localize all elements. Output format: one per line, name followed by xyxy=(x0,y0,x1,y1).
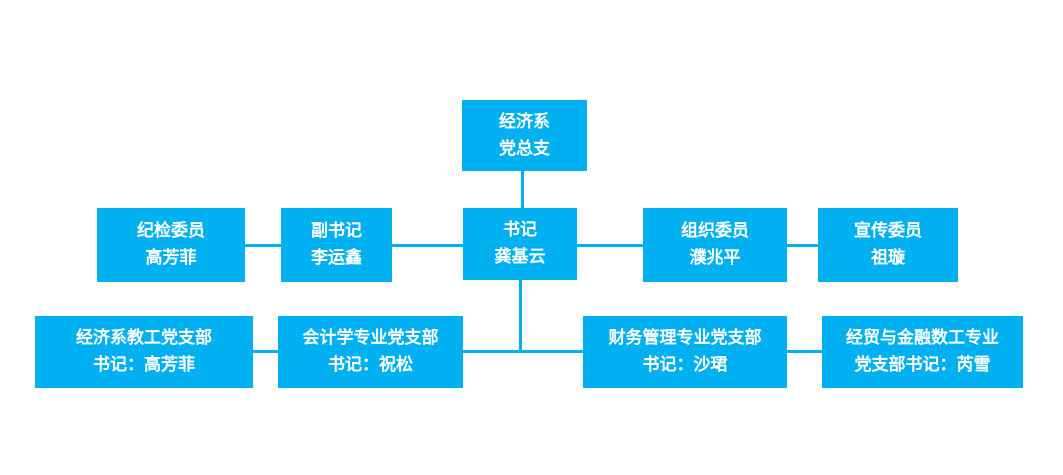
node-organization-commissioner: 组织委员 濮兆平 xyxy=(643,208,787,282)
connector-accounting-finance xyxy=(463,350,583,353)
node-party-general-branch: 经济系 党总支 xyxy=(462,100,587,171)
connector-finance-trade xyxy=(787,350,822,353)
connector-secretary-to-branches xyxy=(519,280,522,352)
node-label-line2: 高芳菲 xyxy=(145,248,197,268)
node-label-line2: 龚基云 xyxy=(494,247,546,267)
node-financial-management-party-branch: 财务管理专业党支部 书记：沙珺 xyxy=(583,316,787,388)
node-publicity-commissioner: 宣传委员 祖璇 xyxy=(818,208,958,282)
node-label-line1: 纪检委员 xyxy=(137,221,205,241)
node-discipline-inspection-commissioner: 纪检委员 高芳菲 xyxy=(97,208,245,282)
node-deputy-secretary: 副书记 李运鑫 xyxy=(281,208,392,282)
node-label-line1: 经济系 xyxy=(499,111,550,132)
node-label-line1: 经贸与金融数工专业 xyxy=(846,328,999,348)
connector-secretary-organization xyxy=(577,244,643,247)
connector-faculty-accounting xyxy=(253,350,278,353)
node-label-line2: 书记：沙珺 xyxy=(642,355,728,375)
node-label-line2: 濮兆平 xyxy=(689,248,741,268)
node-label-line2: 书记：高芳菲 xyxy=(93,355,195,375)
connector-organization-publicity xyxy=(787,244,818,247)
node-label-line1: 经济系教工党支部 xyxy=(76,328,212,348)
node-label-line1: 宣传委员 xyxy=(854,221,922,241)
node-secretary: 书记 龚基云 xyxy=(463,208,577,280)
node-label-line1: 副书记 xyxy=(311,221,362,241)
node-accounting-party-branch: 会计学专业党支部 书记：祝松 xyxy=(278,316,463,388)
node-label-line1: 书记 xyxy=(503,220,537,240)
node-label-line2: 党支部书记：芮雪 xyxy=(854,355,991,375)
node-label-line2: 祖璇 xyxy=(871,248,905,268)
connector-deputy-secretary xyxy=(392,244,463,247)
node-label-line1: 会计学专业党支部 xyxy=(302,328,439,348)
node-label-line2: 李运鑫 xyxy=(311,248,362,268)
node-trade-finance-party-branch: 经贸与金融数工专业 党支部书记：芮雪 xyxy=(822,316,1023,388)
connector-root-to-secretary xyxy=(521,171,524,208)
node-label-line1: 财务管理专业党支部 xyxy=(608,328,762,348)
node-label-line1: 组织委员 xyxy=(681,221,749,241)
connector-discipline-deputy xyxy=(245,244,281,247)
node-label-line2: 党总支 xyxy=(499,138,550,159)
node-faculty-party-branch: 经济系教工党支部 书记：高芳菲 xyxy=(35,316,253,388)
node-label-line2: 书记：祝松 xyxy=(328,355,413,375)
